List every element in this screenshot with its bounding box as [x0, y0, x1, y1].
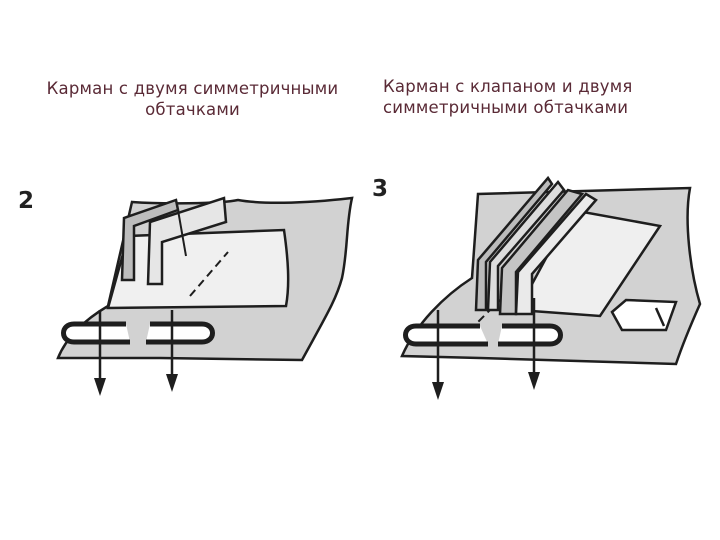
caption-right: Карман с клапаном и двумя симметричными …	[383, 77, 633, 117]
welt-ridge-stack	[474, 175, 598, 316]
left-arrowhead	[432, 382, 444, 400]
diagram-symmetric-welts: 2	[18, 188, 354, 396]
left-welt-fold	[403, 323, 488, 347]
left-arrowhead	[94, 378, 106, 396]
figure-number-3: 3	[372, 176, 388, 202]
right-welt-ridge	[146, 196, 228, 286]
diagram-flap-welts: 3	[372, 175, 702, 400]
caption-left: Карман с двумя симметричными обтачками	[46, 79, 339, 119]
ridge-edge	[177, 209, 187, 257]
right-arrowhead	[528, 372, 540, 390]
tab-fold-line	[654, 307, 666, 327]
right-arrowhead	[166, 374, 178, 392]
right-welt-fold	[146, 321, 215, 345]
stitch-line	[189, 251, 229, 297]
right-welt-fold	[498, 323, 563, 347]
left-welt-fold	[61, 321, 130, 345]
flap-tab	[610, 298, 678, 332]
figure-number-2: 2	[18, 188, 34, 214]
